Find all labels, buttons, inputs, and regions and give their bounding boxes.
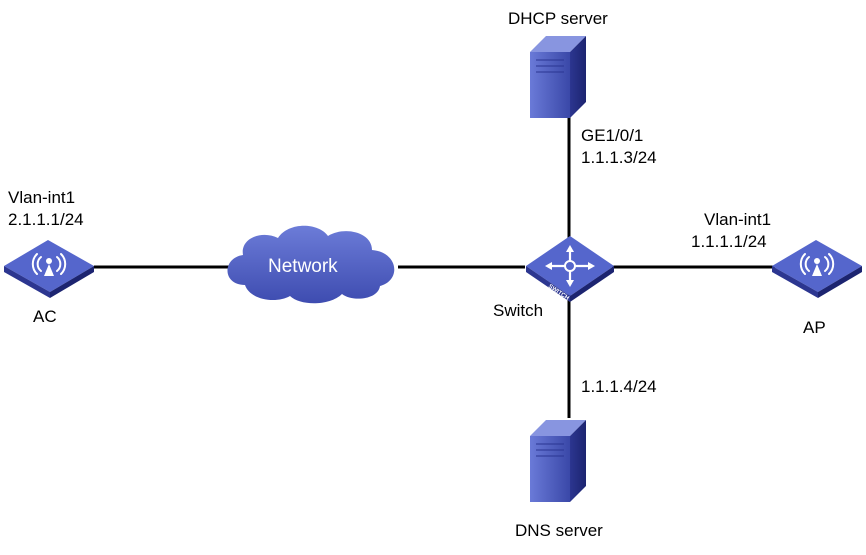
ac-iface-label: Vlan-int1 (8, 188, 76, 207)
dns-server-label: DNS server (515, 521, 603, 540)
switch-label: Switch (493, 301, 544, 320)
ap-wireless-device-icon (772, 240, 862, 298)
network-label: Network (268, 256, 338, 277)
cloud-icon (227, 225, 395, 304)
dhcp-server-icon (530, 36, 586, 118)
dhcp-port-label: GE1/0/1 (581, 126, 644, 145)
ac-label: AC (33, 307, 57, 326)
switch-icon: SWITCH (526, 236, 614, 302)
ac-ip-label: 2.1.1.1/24 (8, 210, 84, 229)
dns-server-icon (530, 420, 586, 502)
dhcp-server-label: DHCP server (508, 9, 608, 28)
ac-wireless-device-icon (4, 240, 94, 298)
ap-ip-label: 1.1.1.1/24 (691, 232, 767, 251)
ap-label: AP (803, 318, 826, 337)
ap-iface-label: Vlan-int1 (704, 210, 772, 229)
dns-ip-label: 1.1.1.4/24 (581, 377, 657, 396)
dhcp-ip-label: 1.1.1.3/24 (581, 148, 657, 167)
